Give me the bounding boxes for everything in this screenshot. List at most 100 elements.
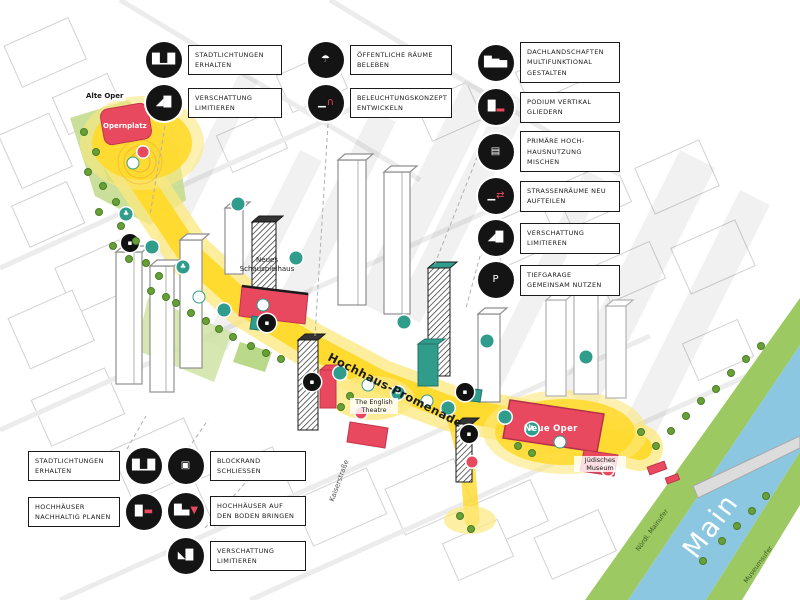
- legend-bottom-col1: █▁█ STADTLICHTUNGEN ERHALTEN █▬ HOCHHÄUS…: [28, 448, 162, 530]
- opernplatz-label: Opernplatz: [103, 122, 147, 130]
- red-map-marker-icon: [602, 464, 614, 476]
- ring-map-marker-icon: [192, 290, 206, 304]
- legend-label: PODIUM VERTIKAL GLIEDERN: [520, 91, 620, 123]
- legend-label: VERSCHATTUNG LIMITIEREN: [210, 540, 306, 572]
- legend-label: STADTLICHTUNGEN ERHALTEN: [28, 450, 120, 482]
- legend-item-beleuchtungskonzept: ▁∩ BELEUCHTUNGSKONZEPT ENTWICKELN: [308, 85, 452, 121]
- black-map-marker-icon: ▪: [258, 314, 276, 332]
- teal-map-marker-icon: ♣: [119, 207, 133, 221]
- river-and-banks: [585, 298, 800, 600]
- icon-glyph: █▁█: [131, 460, 156, 471]
- icon-glyph: ☂: [321, 54, 330, 65]
- legend-item-boden-bringen: █▄▼ HOCHHÄUSER AUF DEN BODEN BRINGEN: [168, 493, 306, 529]
- icon-glyph: ◢█: [487, 232, 504, 244]
- legend-label: STRASSENRÄUME NEU AUFTEILEN: [520, 180, 620, 212]
- icon-glyph: ▁: [487, 190, 496, 202]
- parking-garage-icon: P: [478, 262, 514, 299]
- teal-map-marker-icon: [480, 334, 494, 348]
- legend-top-right: █▆▅ DACHLANDSCHAFTEN MULTIFUNKTIONAL GES…: [478, 42, 620, 299]
- green-areas: [70, 100, 272, 382]
- red-map-marker-icon: [137, 146, 149, 158]
- sustainable-towers-icon: █▬: [126, 494, 162, 530]
- mixed-use-icon: ▤: [478, 133, 514, 170]
- tree-icon: [733, 522, 741, 530]
- icon-glyph: █▁█: [151, 54, 176, 65]
- alte-oper-label: Alte Oper: [84, 92, 126, 101]
- south-bank: [706, 452, 800, 600]
- tree-icon: [757, 342, 765, 350]
- tree-icon: [637, 428, 645, 436]
- shadow-limit-icon: ◢█: [146, 85, 182, 121]
- kaiserstrasse-label: Kaiserstraße: [328, 458, 351, 503]
- teal-map-marker-icon: [217, 303, 231, 317]
- shadow-limit-icon: ◢█: [478, 220, 514, 257]
- ring-map-marker-icon: [553, 435, 567, 449]
- tree-icon: [109, 242, 117, 250]
- teal-map-marker-icon: [145, 240, 159, 254]
- icon-glyph: ◣█: [177, 550, 194, 561]
- legend-label: VERSCHATTUNG LIMITIEREN: [188, 87, 282, 119]
- tree-icon: [277, 355, 285, 363]
- ring-map-marker-icon: [126, 156, 140, 170]
- tree-icon: [172, 299, 180, 307]
- main-river-label: Main: [676, 487, 746, 565]
- legend-label: HOCHHÄUSER AUF DEN BODEN BRINGEN: [210, 495, 306, 527]
- teal-map-marker-icon: ♣: [525, 422, 539, 436]
- juedisches-museum-building: [579, 449, 619, 477]
- roofscape-icon: █▆▅: [478, 44, 514, 81]
- legend-item-hochhausnutzung: ▤ PRIMÄRE HOCH-HAUSNUTZUNG MISCHEN: [478, 131, 620, 173]
- icon-glyph: ◢█: [155, 97, 172, 108]
- legend-item-tiefgarage: P TIEFGARAGE GEMEINSAM NUTZEN: [478, 262, 620, 299]
- tree-icon: [514, 442, 522, 450]
- tree-icon: [92, 148, 100, 156]
- juedisches-museum-label: Jüdisches Museum: [574, 456, 626, 473]
- tree-icon: [117, 222, 125, 230]
- legend-label: BLOCKRAND SCHLIESSEN: [210, 450, 306, 482]
- icon-accent-glyph: ▼: [190, 505, 199, 516]
- black-map-marker-icon: ▪: [456, 383, 474, 401]
- icon-glyph: █: [487, 101, 496, 113]
- tree-icon: [337, 403, 345, 411]
- icon-glyph: █▄: [173, 505, 190, 516]
- shadow-limit-icon: ◣█: [168, 538, 204, 574]
- tree-icon: [667, 427, 675, 435]
- tree-icon: [748, 507, 756, 515]
- icon-glyph: P: [492, 274, 499, 286]
- lighting-concept-icon: ▁∩: [308, 85, 344, 121]
- ring-map-marker-icon: [420, 394, 434, 408]
- bridge: [692, 435, 800, 499]
- legend-item-podium: █▂ PODIUM VERTIKAL GLIEDERN: [478, 89, 620, 126]
- towers-to-ground-icon: █▄▼: [168, 493, 204, 529]
- noerdl-mainufer-label: Nördl. Mainufer: [634, 507, 670, 553]
- city-clearing-icon: █▁█: [146, 42, 182, 78]
- tree-icon: [215, 325, 223, 333]
- teal-map-marker-icon: [333, 366, 347, 380]
- tree-icon: [187, 309, 195, 317]
- legend-label: PRIMÄRE HOCH-HAUSNUTZUNG MISCHEN: [520, 131, 620, 173]
- red-tower: [318, 364, 344, 409]
- tree-icon: [247, 342, 255, 350]
- legend-label: VERSCHATTUNG LIMITIEREN: [520, 222, 620, 254]
- teal-map-marker-icon: [231, 197, 245, 211]
- icon-glyph: █: [134, 506, 143, 517]
- tree-icon: [99, 182, 107, 190]
- street-space-icon: ▁⇄: [478, 178, 514, 215]
- tree-icon: [697, 397, 705, 405]
- tree-icon: [262, 349, 270, 357]
- tree-icon: [456, 512, 464, 520]
- legend-item-verschattung: ◢█ VERSCHATTUNG LIMITIEREN: [146, 85, 282, 121]
- teal-map-marker-icon: [289, 251, 303, 265]
- icon-accent-glyph: ▂: [496, 101, 505, 113]
- english-theatre-building: [346, 421, 389, 449]
- neues-schauspielhaus-label: Neues Schauspielhaus: [239, 256, 295, 273]
- neue-oper-building: [502, 399, 605, 453]
- icon-accent-glyph: ▬: [143, 506, 154, 517]
- ring-map-marker-icon: [256, 298, 270, 312]
- legend-label: HOCHHÄUSER NACHHALTIG PLANEN: [28, 496, 120, 528]
- black-map-marker-icon: ▪: [303, 373, 321, 391]
- english-theatre-label: The English Theatre: [350, 398, 398, 415]
- red-map-marker-icon: [355, 407, 367, 419]
- neues-schauspielhaus-building: [238, 284, 309, 325]
- icon-glyph: ▁: [317, 97, 326, 108]
